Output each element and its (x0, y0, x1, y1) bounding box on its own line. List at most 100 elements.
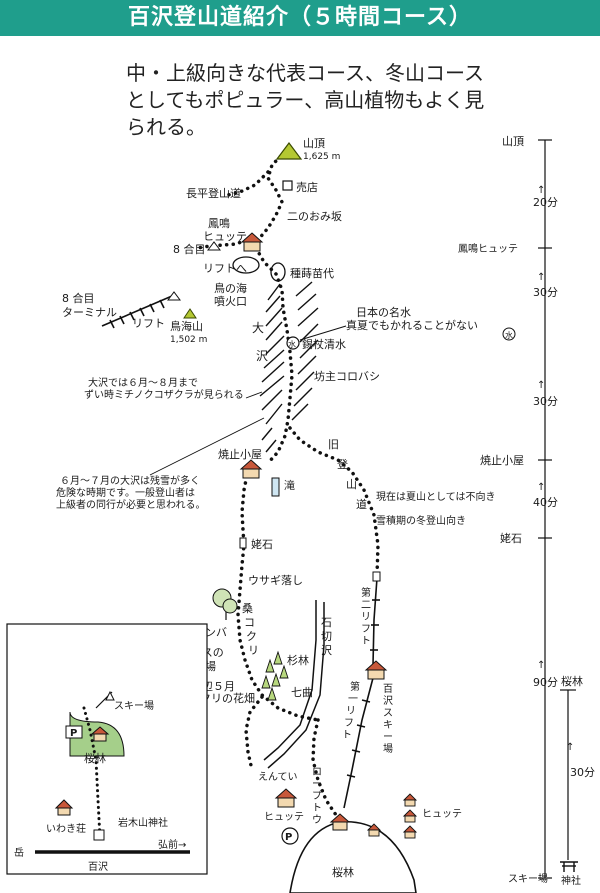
timeline-seg-4: 40分 (533, 496, 558, 509)
snow-note-leader (149, 417, 265, 476)
inset-iwaki-label: いわき荘 (46, 823, 86, 835)
ropeway-char-5: ウ (312, 814, 322, 826)
skijo-char-2: 沢 (383, 694, 393, 707)
timeline-water-glyph: 水 (505, 330, 513, 340)
arrow-up-icon: ↑ (537, 482, 545, 493)
inset-hyakuzawa-label: 百沢 (88, 860, 108, 873)
timeline-seg-1: 20分 (533, 196, 558, 209)
timeline-shrine-label: 神社 (561, 874, 581, 887)
main-trail (196, 150, 380, 877)
lift1-char-4: フ (344, 718, 354, 729)
arrow-up-icon: ↑ (537, 185, 545, 196)
daisawa-char-1: 大 (252, 321, 264, 335)
water-icon (286, 336, 300, 350)
ropeway-char-1: ロ (312, 767, 322, 778)
timeline-seg-2: 30分 (533, 286, 558, 299)
inset-shrine-label: 岩木山神社 (118, 816, 168, 829)
waterfall-label: 滝 (284, 479, 295, 492)
arrow-up-icon: ↑ (537, 660, 545, 671)
arrow-up-icon: ↑ (566, 742, 574, 753)
tree-icon (212, 588, 238, 620)
lift1-char-5: ト (342, 730, 352, 741)
kuwa-char-2: コ (244, 616, 255, 629)
arrow-up-icon: ↑ (537, 272, 545, 283)
lower-lift-label: リフト (132, 317, 165, 330)
time-timeline: 水 山頂 鳳鳴ヒュッテ 焼止小屋 姥石 スキー場 ↑ 20分 ↑ 30分 ↑ 3… (458, 135, 595, 887)
old-trail-char-2: 登 (337, 457, 348, 471)
yakedome-label: 焼止小屋 (218, 448, 262, 461)
timeline-label-yakedome: 焼止小屋 (480, 454, 524, 467)
terminal-label-2: ターミナル (62, 306, 117, 319)
eighth-marker-icon (207, 241, 221, 251)
timeline-seg-3: 30分 (533, 395, 558, 408)
intro-text: 中・上級向きな代表コース、冬山コース としてもポピュラー、高山植物もよく見 られ… (126, 60, 506, 141)
hutte-right-icons (366, 793, 418, 839)
lift2-char-3: リ (361, 612, 371, 623)
summit-label: 山頂 (303, 137, 325, 150)
flower-note-2: ずい時ミチノクコザクラが見られる (84, 388, 244, 401)
old-trail-char-1: 旧 (328, 438, 339, 451)
hutte-mid-icon (329, 813, 351, 831)
timeline-seg-5: 90分 (533, 676, 558, 689)
ropeway-char-3: プ (312, 790, 322, 802)
ninooomi-label: 二のおみ坂 (287, 210, 342, 223)
yakedome-hut-icon (239, 459, 263, 479)
skijo-char-6: 場 (383, 742, 393, 755)
inset-hirosaki-label: 弘前→ (158, 838, 186, 851)
nagahira-trail-label: 長平登山道 (186, 186, 241, 200)
skijo-char-4: キ (383, 720, 393, 731)
water-icon-glyph: 水 (288, 339, 296, 349)
terminal-label-1: 8 合目 (62, 291, 95, 305)
hutte-left-label: ヒュッテ (264, 811, 304, 823)
inset-dake-label: 岳 (14, 847, 24, 859)
timeline-sub-seg: 30分 (570, 766, 595, 779)
cedar-forest-icon (261, 650, 289, 701)
waterfall-icon (271, 477, 280, 497)
kuwa-char-1: 桑 (242, 602, 253, 615)
old-trail-char-4: 道 (356, 497, 367, 511)
torinoumi-label-1: 鳥の海 (214, 281, 247, 295)
inset-map: 桜林 スキー場 P いわき荘 岩木山神社 岳 弘前→ 百沢 (6, 623, 208, 875)
bottom-hill (289, 821, 417, 893)
eighth-station-label: 8 合目 (173, 242, 206, 256)
lift2-char-4: フ (361, 624, 371, 635)
intro-line-2: としてもポピュラー、高山植物もよく見 (126, 88, 485, 112)
lift1-char-1: 第 (350, 680, 360, 693)
parking-glyph: P (285, 832, 292, 843)
snow-note-2: 危険な時期です。一般登山者は (56, 486, 195, 499)
summit-elevation: 1,625 m (303, 152, 340, 162)
terminal-marker-icon (167, 291, 181, 301)
kiosk-label: 売店 (296, 180, 318, 194)
lift2-char-5: ト (361, 636, 371, 647)
arrow-up-icon: ↑ (537, 380, 545, 391)
homei-hut-icon (240, 232, 264, 252)
inset-ski-label: スキー場 (114, 699, 154, 712)
flower-note-1: 大沢では６月～８月まで (88, 376, 198, 389)
intro-line-1: 中・上級向きな代表コース、冬山コース (126, 61, 484, 85)
hutte-left-icon (274, 788, 298, 808)
daisawa-char-2: 沢 (256, 349, 268, 363)
valley-hatching (259, 281, 319, 453)
kabuto-marker-icon (239, 537, 247, 549)
bozu-label: 坊主コロバシ (314, 369, 380, 383)
crater-icon (232, 256, 260, 274)
chokaisan-elevation: 1,502 m (170, 335, 207, 345)
torinoumi-label-2: 噴火口 (214, 295, 247, 308)
parking-icon (281, 827, 299, 845)
lift-direction-label: リフトへ (203, 262, 247, 275)
timeline-label-ski: スキー場 (508, 872, 548, 885)
inset-parking-label: P (70, 728, 77, 739)
old-trail-note-1: 現在は夏山としては不向き (376, 490, 496, 503)
lift1-char-3: リ (346, 706, 356, 717)
kuwa-char-3: ク (246, 630, 257, 643)
ski-lodge-hut-icon (364, 660, 388, 680)
flower-note-leader (245, 391, 263, 399)
timeline-sakura-label: 桜林 (561, 674, 583, 688)
ishikiri-char-2: 切 (321, 630, 332, 643)
ishikiri-stream (263, 600, 325, 769)
chokaisan-peak-icon (183, 308, 197, 319)
entei-label: えんてい (258, 771, 298, 783)
usagi-label: ウサギ落し (248, 574, 303, 587)
ropeway-char-4: ト (312, 803, 322, 814)
lift2-char-1: 第 (361, 586, 371, 599)
